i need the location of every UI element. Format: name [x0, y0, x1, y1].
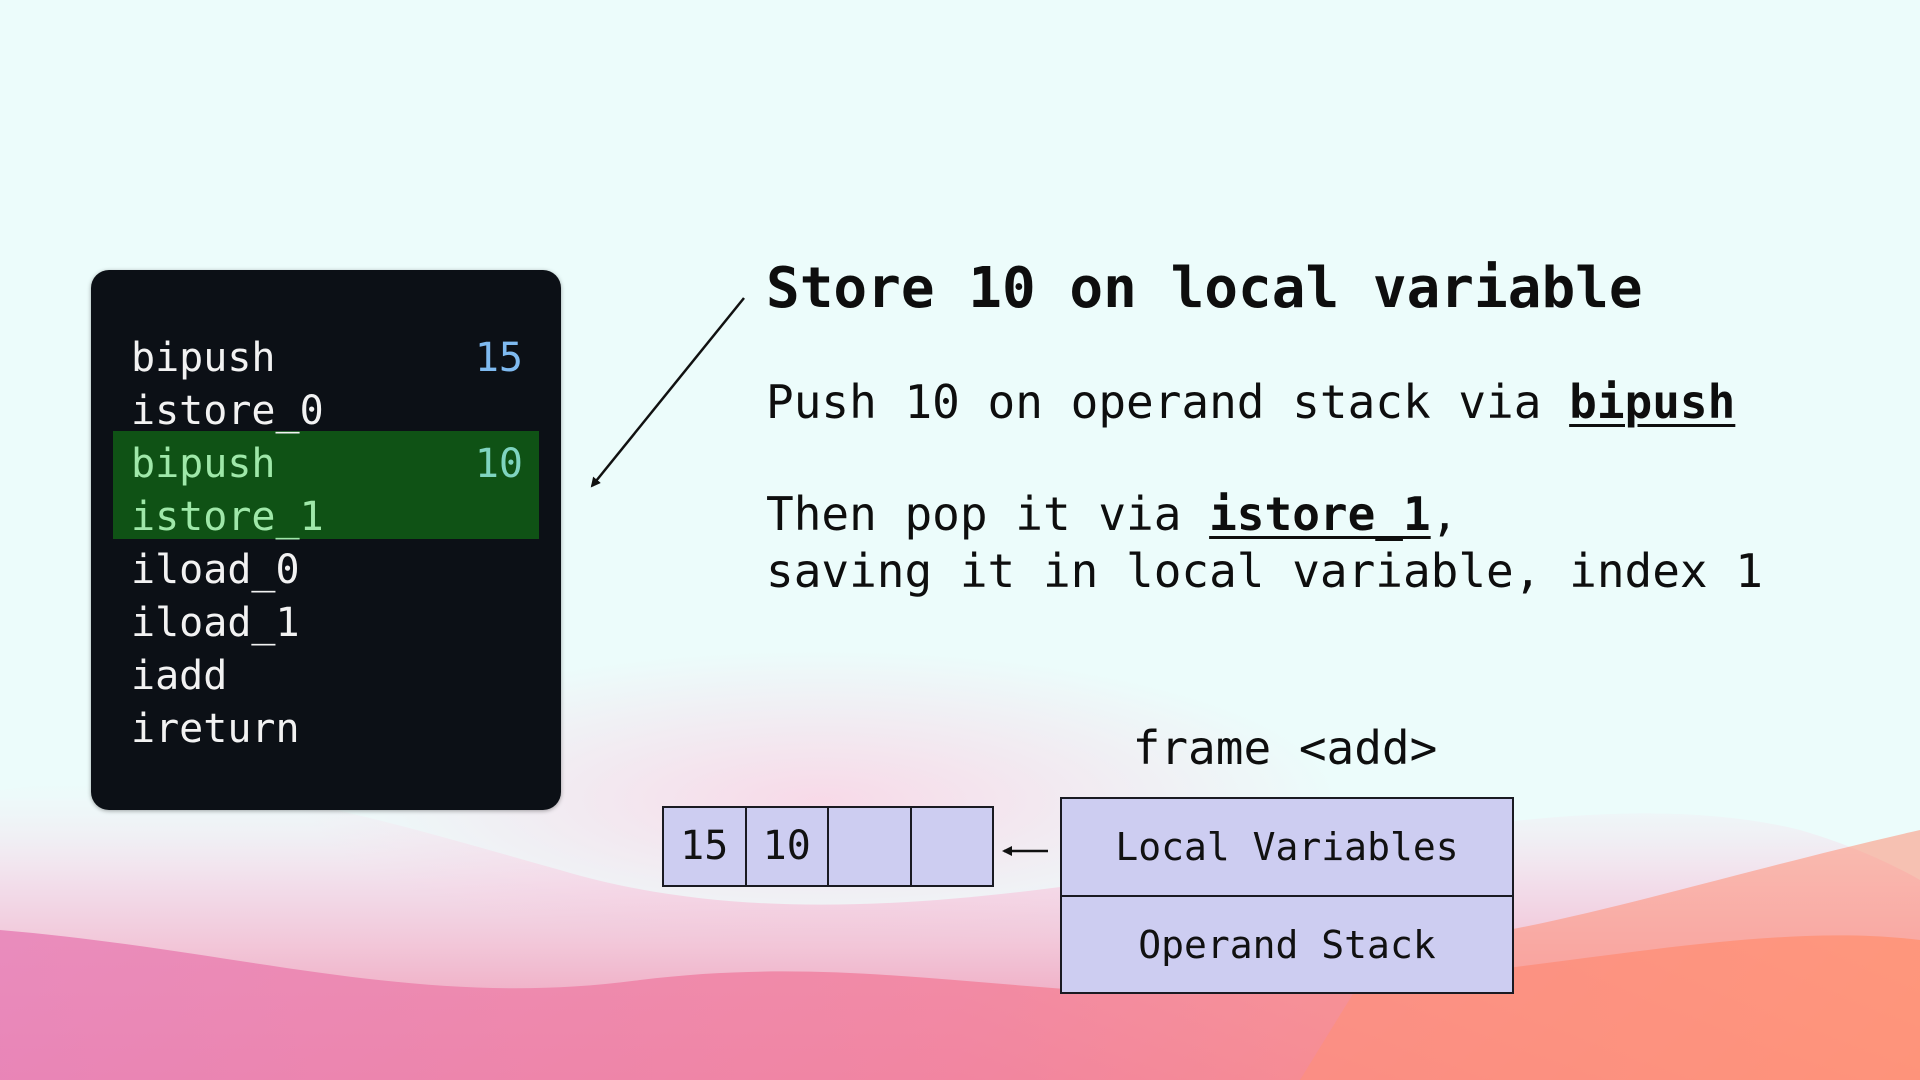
local-variables-section: Local Variables — [1115, 825, 1459, 869]
code-line: iload_1 — [131, 597, 523, 650]
code-opcode: bipush — [131, 335, 276, 381]
code-line: ireturn — [131, 703, 523, 756]
explanation-pop-suffix: , — [1430, 487, 1459, 541]
code-opcode: istore_0 — [131, 388, 324, 434]
local-variable-slot-1: 10 — [747, 808, 829, 885]
code-line: istore_0 — [131, 385, 523, 438]
operand-stack-section: Operand Stack — [1062, 895, 1512, 991]
local-variables-array: 15 10 — [662, 806, 994, 887]
code-line: iload_0 — [131, 544, 523, 597]
code-opcode: iadd — [131, 653, 228, 699]
code-opcode: bipush — [131, 441, 276, 487]
code-argument: 15 — [474, 335, 523, 381]
local-variable-slot-2 — [829, 808, 912, 885]
code-line-highlighted: istore_1 — [131, 491, 523, 544]
code-opcode: ireturn — [131, 706, 300, 752]
code-opcode: iload_0 — [131, 547, 300, 593]
bipush-keyword: bipush — [1569, 375, 1736, 429]
code-line: bipush 15 — [131, 332, 523, 385]
highlighted-instructions — [113, 431, 539, 539]
code-opcode: iload_1 — [131, 600, 300, 646]
code-line: iadd — [131, 650, 523, 703]
frame-title: frame <add> — [1132, 721, 1438, 775]
code-line-highlighted: bipush 10 — [131, 438, 523, 491]
explanation-push-text: Push 10 on operand stack via — [766, 375, 1570, 429]
local-variable-slot-0: 15 — [664, 808, 747, 885]
istore-keyword: istore_1 — [1209, 487, 1431, 541]
local-variable-slot-3 — [912, 808, 993, 885]
slide-title: Store 10 on local variable — [766, 256, 1643, 321]
explanation-saving: saving it in local variable, index 1 — [766, 544, 1763, 598]
stack-frame: Local Variables Operand Stack — [1060, 797, 1514, 994]
code-argument: 10 — [474, 441, 523, 487]
explanation-pop: Then pop it via istore_1, — [766, 486, 1458, 543]
bytecode-panel: bipush 15 istore_0 bipush 10 istore_1 il… — [91, 270, 561, 810]
explanation-push: Push 10 on operand stack via bipush — [766, 374, 1735, 431]
explanation-pop-prefix: Then pop it via — [766, 487, 1210, 541]
code-opcode: istore_1 — [131, 494, 324, 540]
